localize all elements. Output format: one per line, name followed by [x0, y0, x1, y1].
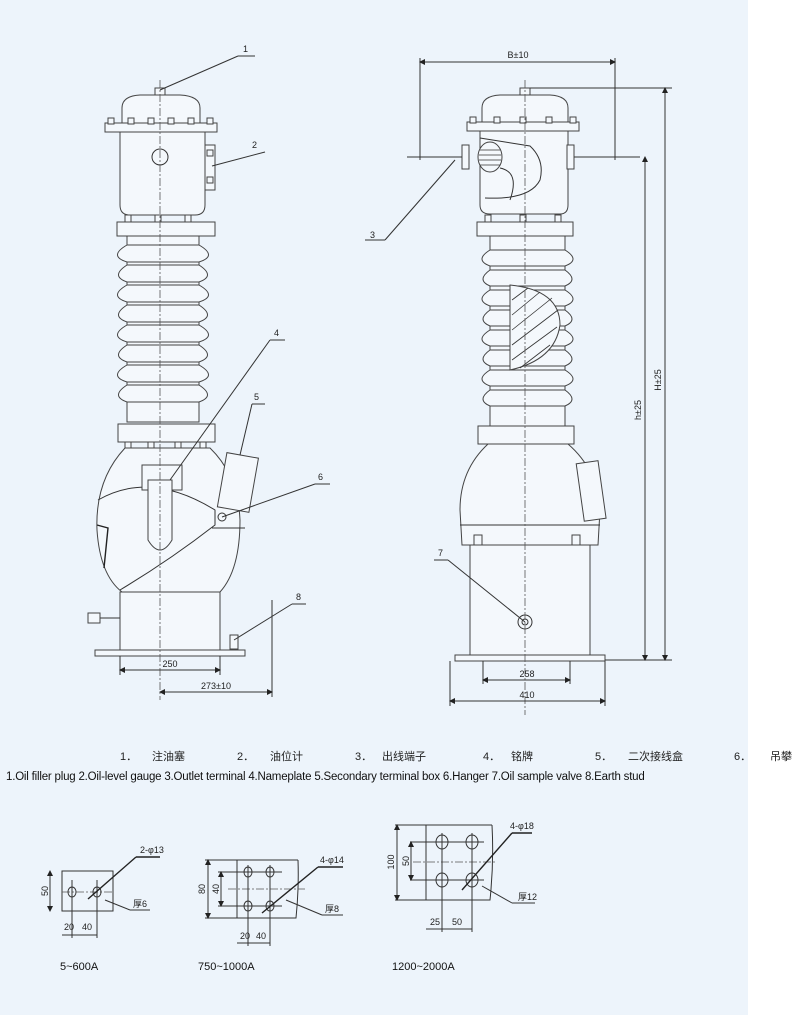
- plate3-height: 100: [386, 854, 396, 869]
- callout-4: 4: [274, 328, 279, 338]
- plate3-dim-a: 25: [430, 917, 440, 927]
- plate1-holes: 2-φ13: [140, 845, 164, 855]
- legend-label: 出线端子: [382, 751, 426, 763]
- legend-num: 3．: [355, 751, 373, 763]
- plate3-dim-b: 50: [452, 917, 462, 927]
- dim-b: B±10: [508, 50, 529, 60]
- plate3-holes: 4-φ18: [510, 821, 534, 831]
- plate1-thickness: 厚6: [133, 899, 147, 909]
- plate2-caption: 750~1000A: [198, 961, 255, 973]
- plate1-caption: 5~600A: [60, 961, 99, 973]
- legend-label: 吊攀: [770, 751, 792, 763]
- callout-3: 3: [370, 230, 375, 240]
- dim-H: H±25: [653, 369, 663, 390]
- dim-258: 258: [519, 669, 534, 679]
- plate2-height: 80: [197, 884, 207, 894]
- legend-label: 油位计: [270, 751, 303, 763]
- legend-num: 1．: [120, 751, 138, 763]
- callout-1: 1: [243, 44, 248, 54]
- dim-250: 250: [162, 659, 177, 669]
- legend-english: 1.Oil filler plug 2.Oil-level gauge 3.Ou…: [6, 771, 645, 783]
- callouts: 1 2 3 4 5 6 7 8: [159, 44, 526, 641]
- legend-label: 铭牌: [511, 751, 533, 763]
- front-view: 250 273±10: [87, 80, 273, 700]
- dim-273: 273±10: [201, 681, 231, 691]
- terminal-plate-2: 80 40 20 40 4-φ14 厚8 750~1000A: [197, 855, 344, 973]
- legend-chinese: 1． 注油塞 2． 油位计 3． 出线端子 4． 铭牌 5． 二次接线盒 6． …: [0, 748, 800, 766]
- plate2-thickness: 厚8: [325, 904, 339, 914]
- plate2-inner: 40: [211, 884, 221, 894]
- plate2-dim-b: 40: [256, 931, 266, 941]
- flange-bolts: [107, 117, 214, 125]
- dim-h: h±25: [633, 400, 643, 420]
- callout-5: 5: [254, 392, 259, 402]
- terminal-plate-1: 50 20 40 2-φ13 厚6 5~600A: [40, 845, 164, 973]
- callout-6: 6: [318, 472, 323, 482]
- plate1-dim-b: 40: [82, 922, 92, 932]
- plate1-height: 50: [40, 886, 50, 896]
- terminal-hatch: [477, 141, 503, 173]
- callout-7: 7: [438, 548, 443, 558]
- plate3-inner: 50: [401, 856, 411, 866]
- terminal-plate-3: 100 50 25 50 4-φ18 厚12 1200~2000A: [386, 821, 537, 973]
- plate1-dim-a: 20: [64, 922, 74, 932]
- legend-num: 5．: [595, 751, 613, 763]
- legend-num: 4．: [483, 751, 501, 763]
- legend-label: 注油塞: [152, 751, 185, 763]
- dim-410: 410: [519, 690, 534, 700]
- legend-num: 6．: [734, 751, 752, 763]
- plate2-dim-a: 20: [240, 931, 250, 941]
- insulator-sheds: [117, 244, 209, 403]
- legend-num: 2．: [237, 751, 255, 763]
- plate3-thickness: 厚12: [518, 892, 537, 902]
- plate3-caption: 1200~2000A: [392, 961, 455, 973]
- legend-label: 二次接线盒: [628, 751, 683, 763]
- callout-2: 2: [252, 140, 257, 150]
- callout-8: 8: [296, 592, 301, 602]
- side-view: B±10 H±25 h±25 258 410: [407, 50, 672, 715]
- plate2-holes: 4-φ14: [320, 855, 344, 865]
